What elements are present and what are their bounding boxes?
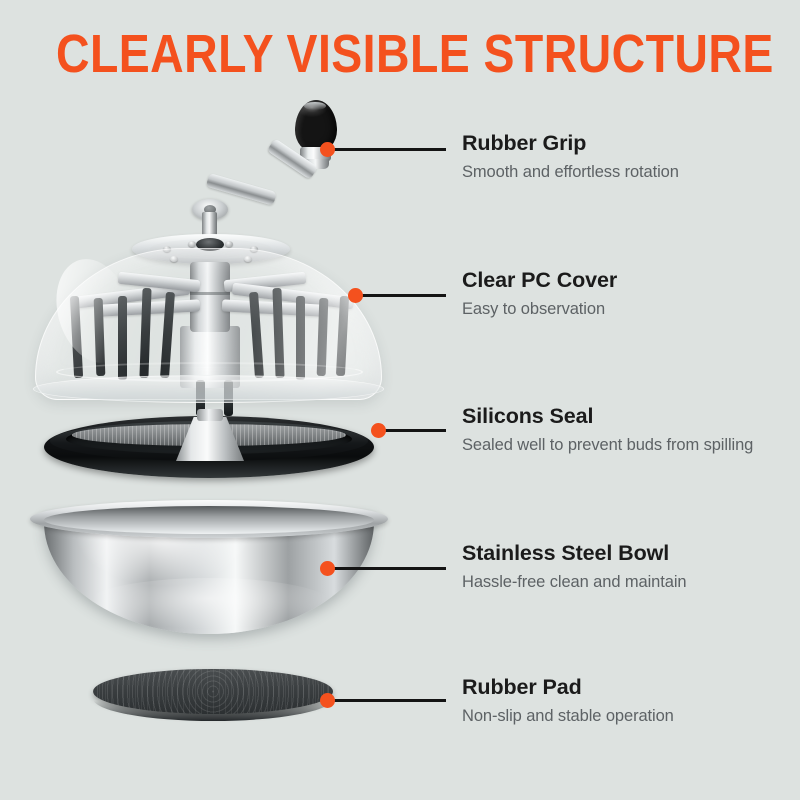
dome-highlight: [44, 250, 144, 372]
bowl-highlight: [86, 578, 332, 630]
callout-dot-stainless-steel-bowl[interactable]: [320, 561, 335, 576]
shaft-hub-nut: [196, 238, 224, 251]
knob-collar: [302, 159, 329, 169]
callout-description-clear-pc-cover: Easy to observation: [462, 300, 606, 318]
plate-bolt: [250, 246, 258, 252]
callout-title-clear-pc-cover: Clear PC Cover: [462, 268, 618, 292]
callout-title-stainless-steel-bowl: Stainless Steel Bowl: [462, 541, 670, 565]
product-exploded-illustration: [30, 100, 388, 721]
page-title: CLEARLY VISIBLE STRUCTURE: [56, 24, 774, 84]
callout-dot-clear-pc-cover[interactable]: [348, 288, 363, 303]
callout-leader-clear-pc-cover: [358, 294, 446, 297]
rubber-pad: [93, 669, 333, 714]
bowl-interior: [44, 506, 374, 534]
plate-bolt: [225, 241, 233, 247]
callout-leader-silicons-seal: [381, 429, 446, 432]
crank-arm-hub: [192, 199, 228, 220]
callout-title-rubber-grip: Rubber Grip: [462, 131, 587, 155]
rotor-column: [190, 262, 230, 332]
callout-description-rubber-pad: Non-slip and stable operation: [462, 707, 674, 725]
callout-description-rubber-grip: Smooth and effortless rotation: [462, 163, 679, 181]
callout-description-stainless-steel-bowl: Hassle-free clean and maintain: [462, 573, 687, 591]
callout-description-silicons-seal: Sealed well to prevent buds from spillin…: [462, 436, 754, 454]
callout-dot-rubber-pad[interactable]: [320, 693, 335, 708]
callout-title-rubber-pad: Rubber Pad: [462, 675, 582, 699]
dome-rim: [33, 375, 384, 403]
plate-bolt: [188, 241, 196, 247]
seal-center-nut: [197, 409, 223, 421]
callout-leader-rubber-pad: [330, 699, 446, 702]
callout-leader-stainless-steel-bowl: [330, 567, 446, 570]
callout-leader-rubber-grip: [330, 148, 446, 151]
cutting-tine: [335, 295, 350, 377]
callout-dot-silicons-seal[interactable]: [371, 423, 386, 438]
drive-shaft-top: [202, 212, 217, 240]
plate-bolt: [244, 256, 252, 262]
plate-bolt: [170, 256, 178, 262]
plate-bolt: [163, 246, 171, 252]
callout-dot-rubber-grip[interactable]: [320, 142, 335, 157]
callout-title-silicons-seal: Silicons Seal: [462, 404, 594, 428]
